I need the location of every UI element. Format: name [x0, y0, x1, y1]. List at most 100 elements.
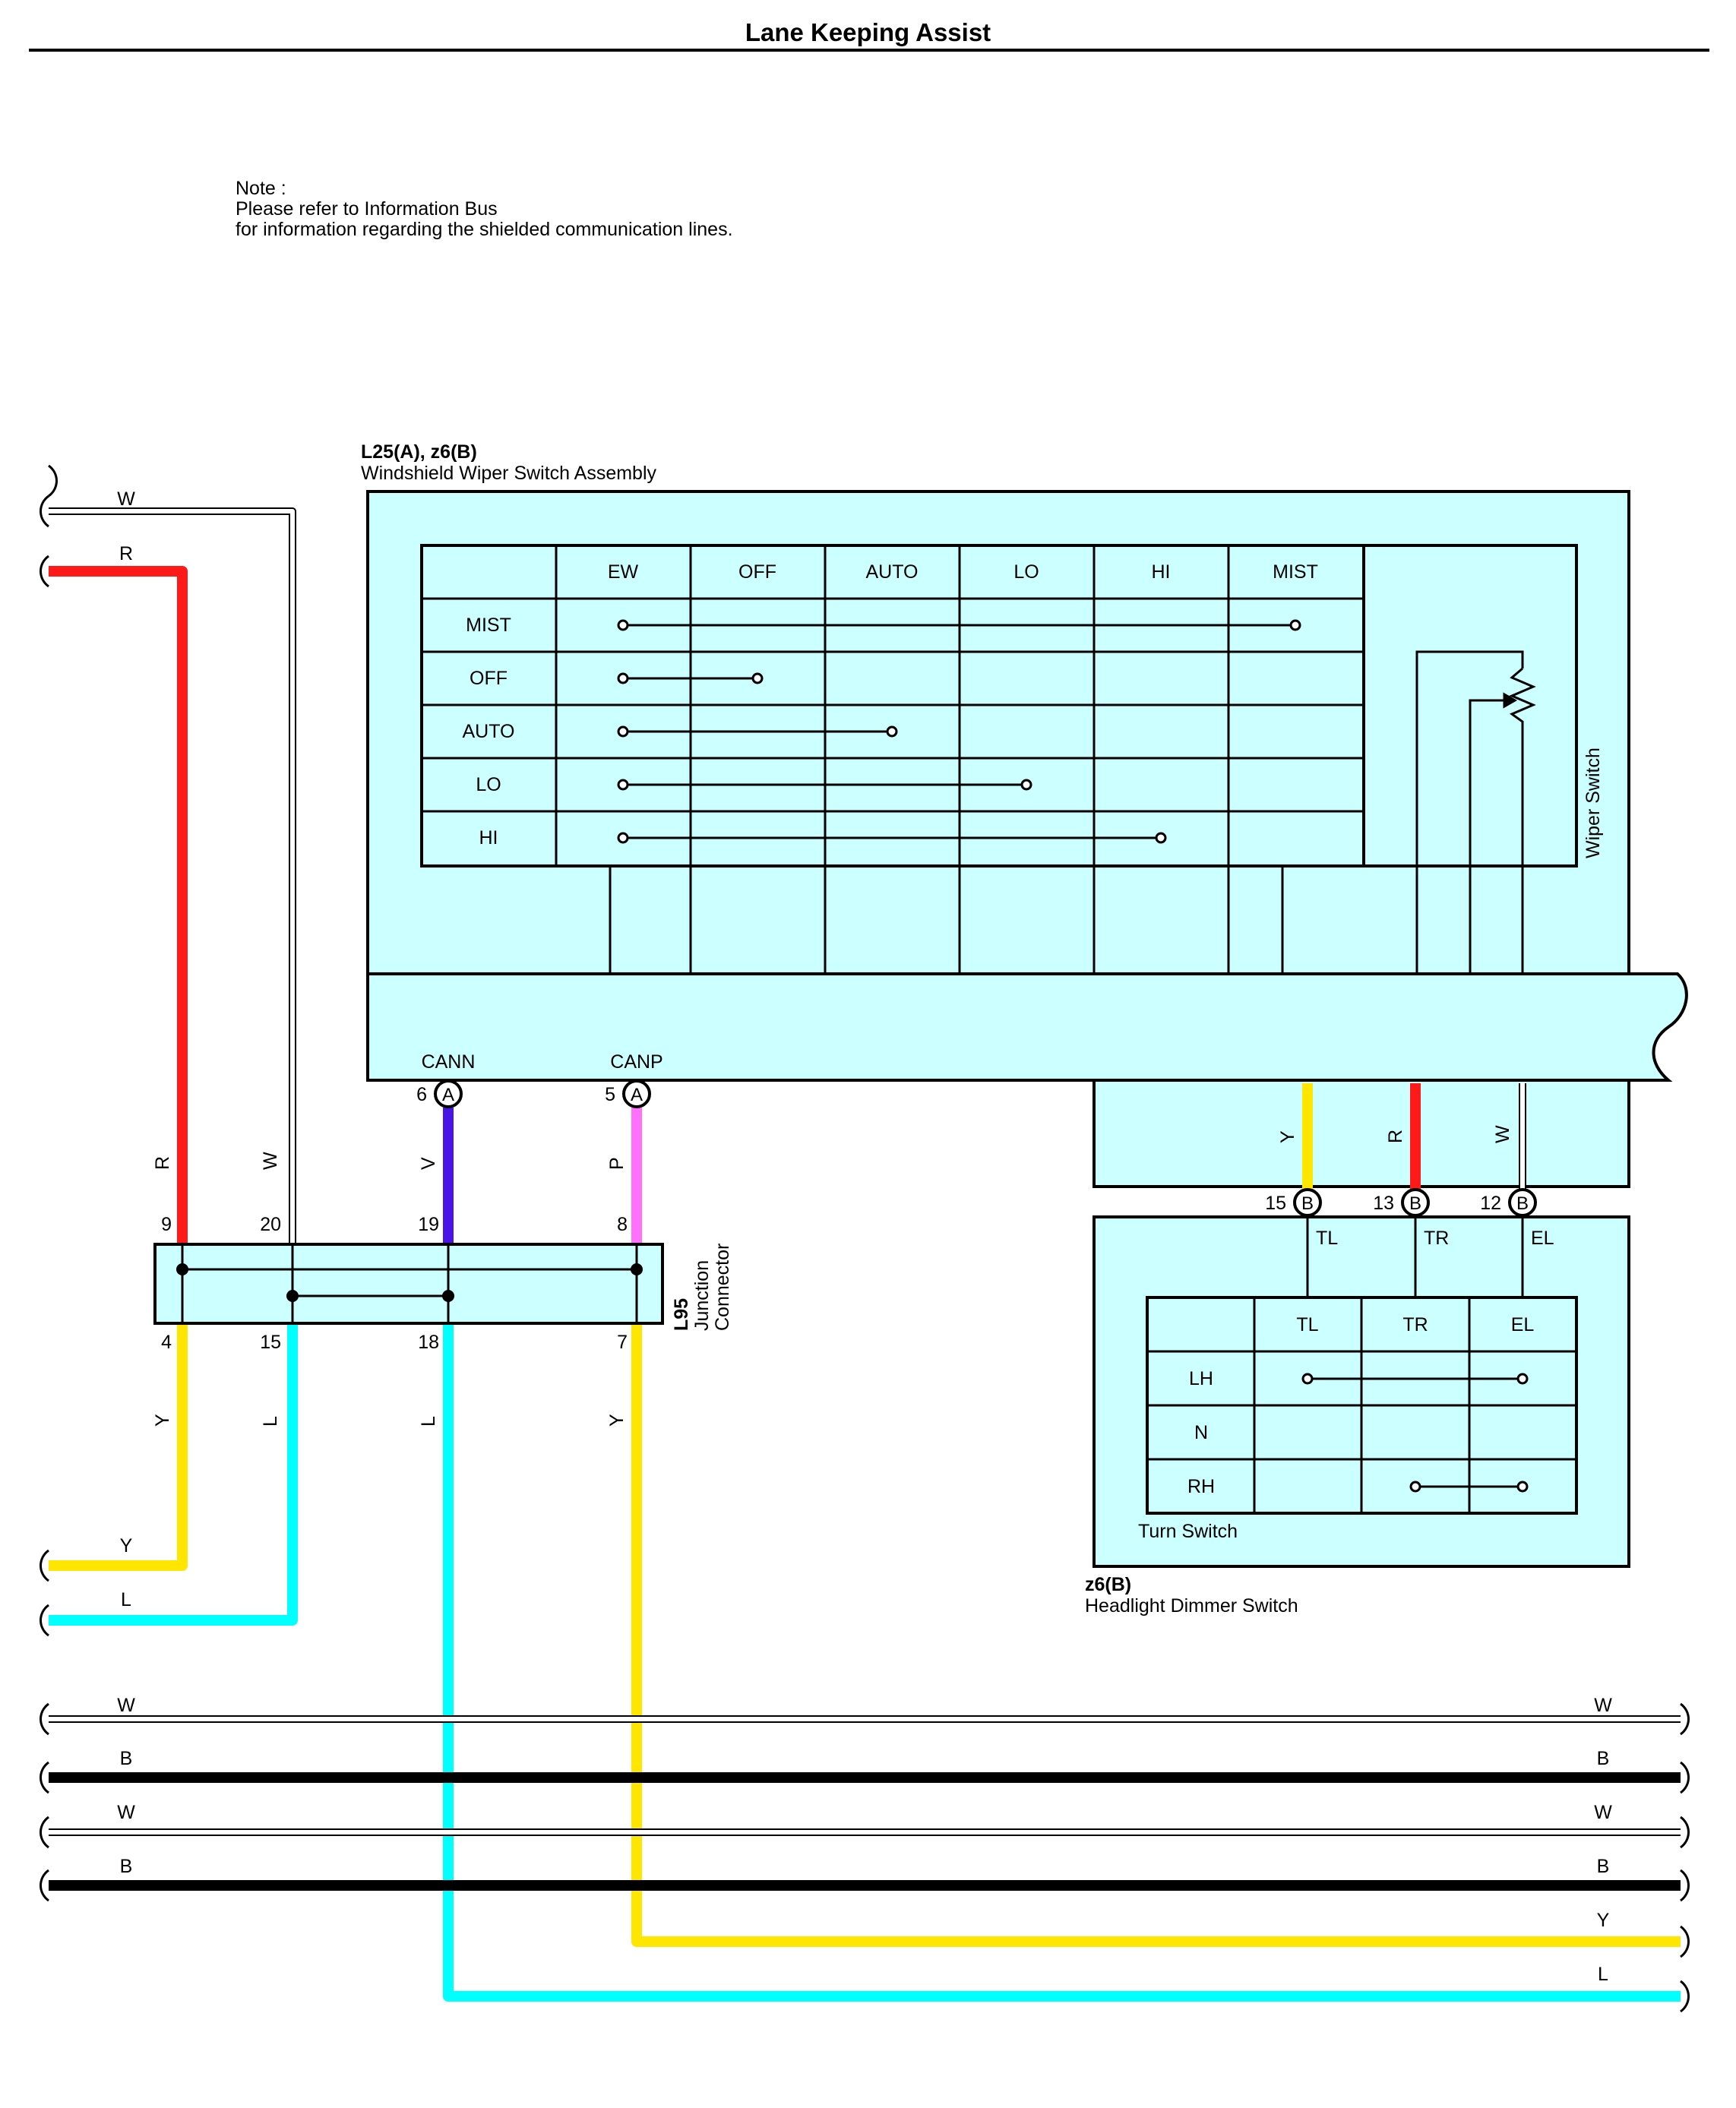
wire-w-left [49, 507, 296, 1244]
terminal-el: EL [1531, 1228, 1554, 1249]
pin-badge-5a: 5 A [605, 1079, 651, 1108]
pin-badge-12b: 12 B [1480, 1188, 1537, 1217]
wiper-col-off: OFF [738, 561, 776, 583]
left-label-r: R [119, 543, 133, 564]
wiper-col-auto: AUTO [866, 561, 919, 583]
jc-pin-7: 7 [617, 1332, 628, 1353]
svg-text:6: 6 [416, 1084, 427, 1105]
turn-row-n: N [1194, 1422, 1208, 1443]
variable-resistor-icon [1415, 650, 1536, 974]
turn-col-tl: TL [1296, 1314, 1318, 1335]
wiper-row-off: OFF [470, 668, 508, 689]
turn-switch-label: Turn Switch [1138, 1521, 1238, 1542]
jc-pin-15: 15 [260, 1332, 281, 1353]
dimmer-name: Headlight Dimmer Switch [1085, 1595, 1298, 1617]
terminal-tl: TL [1316, 1228, 1338, 1249]
note-line-1: Please refer to Information Bus [236, 198, 498, 220]
wiper-col-hi: HI [1152, 561, 1171, 583]
wiper-col-mist: MIST [1273, 561, 1318, 583]
headlight-dimmer-switch: TL TR EL TL TR EL LH N RH Turn Switch [1093, 1215, 1630, 1568]
pin-badge-6a: 6 A [416, 1079, 463, 1108]
wiper-switch-label: Wiper Switch [1583, 747, 1604, 858]
wire-l-left [49, 1323, 298, 1626]
svg-text:5: 5 [605, 1084, 615, 1105]
wiper-row-hi: HI [479, 827, 498, 849]
wire-r-left [49, 566, 188, 1244]
pin-badge-15b: 15 B [1265, 1188, 1322, 1217]
wire-break-symbols [40, 464, 1690, 2013]
wire-l-jc18 [443, 1323, 1681, 2002]
junction-name-2: Connector [712, 1244, 733, 1331]
turn-switch-table [1146, 1296, 1578, 1515]
jc-pin-19: 19 [418, 1214, 439, 1235]
wiper-assembly-upper-box [366, 490, 1630, 975]
dimmer-code: z6(B) [1085, 1574, 1131, 1595]
svg-text:B: B [1409, 1193, 1421, 1214]
terminal-tr: TR [1424, 1228, 1449, 1249]
turn-col-tr: TR [1402, 1314, 1428, 1335]
bus-label-right-y: Y [1597, 1910, 1610, 1931]
wiper-assembly-lower-band [366, 972, 1688, 1082]
wiper-connector-b-box [1093, 1079, 1630, 1188]
note-line-2: for information regarding the shielded c… [236, 219, 733, 240]
jc-pin-20: 20 [260, 1214, 281, 1235]
wiper-col-lo: LO [1013, 561, 1039, 583]
wiper-row-mist: MIST [466, 615, 511, 636]
bus-label-left-b1: B [120, 1748, 133, 1769]
wire-y-left [49, 1323, 188, 1571]
turn-row-rh: RH [1187, 1476, 1215, 1497]
junction-code: L95 [671, 1298, 692, 1331]
jc-pin-8: 8 [617, 1214, 628, 1235]
wire-label-v-19: V [418, 1157, 439, 1170]
left-label-w: W [117, 488, 135, 510]
bus-label-right-b1: B [1597, 1748, 1610, 1769]
wire-label-y-4: Y [152, 1414, 173, 1427]
svg-text:B: B [1516, 1193, 1529, 1214]
svg-text:15: 15 [1265, 1193, 1286, 1214]
wire-label-y-b15: Y [1277, 1130, 1298, 1143]
wire-label-l-15: L [260, 1416, 281, 1427]
turn-row-lh: LH [1189, 1368, 1213, 1389]
jc-pin-9: 9 [161, 1214, 172, 1235]
wire-label-r-b13: R [1385, 1130, 1406, 1143]
bus-label-left-w1: W [117, 1695, 135, 1716]
wiper-assembly-code: L25(A), z6(B) [361, 441, 477, 463]
svg-text:12: 12 [1480, 1193, 1501, 1214]
wiper-assembly-name: Windshield Wiper Switch Assembly [361, 463, 657, 484]
jc-pin-18: 18 [418, 1332, 439, 1353]
wire-label-y-7: Y [606, 1414, 628, 1427]
title-rule [29, 49, 1709, 52]
wire-y-jc7 [631, 1323, 1681, 1947]
wire-label-p-8: P [606, 1157, 628, 1170]
turn-col-el: EL [1511, 1314, 1535, 1335]
note: Note : Please refer to Information Bus f… [236, 179, 733, 240]
wire-label-w-20: W [260, 1152, 281, 1170]
canp-label: CANP [610, 1051, 662, 1073]
note-label: Note : [236, 178, 286, 199]
left-label-y: Y [120, 1535, 133, 1557]
jc-pin-4: 4 [161, 1332, 172, 1353]
wiper-switch-table: EW OFF AUTO LO HI MIST MIST OFF AUTO LO … [420, 544, 1578, 974]
bus-label-left-w2: W [117, 1802, 135, 1823]
bus-label-right-l: L [1598, 1964, 1608, 1985]
wiper-row-auto: AUTO [463, 721, 515, 742]
svg-text:A: A [442, 1085, 454, 1105]
bus-label-left-b2: B [120, 1856, 133, 1877]
bus-label-right-b2: B [1597, 1856, 1610, 1877]
left-label-l: L [121, 1589, 131, 1610]
bus-label-right-w2: W [1594, 1802, 1612, 1823]
wire-label-w-b12: W [1492, 1125, 1513, 1143]
junction-name-1: Junction [691, 1260, 713, 1331]
wiper-row-lo: LO [476, 774, 501, 795]
wire-label-r-9: R [152, 1156, 173, 1170]
svg-text:B: B [1301, 1193, 1314, 1214]
junction-connector [153, 1243, 664, 1325]
wires [49, 507, 1681, 2002]
pin-badge-13b: 13 B [1373, 1188, 1430, 1217]
bus-label-right-w1: W [1594, 1695, 1612, 1716]
wiper-col-ew: EW [608, 561, 639, 583]
wire-label-l-18: L [418, 1416, 439, 1427]
wiper-switch-assembly: EW OFF AUTO LO HI MIST MIST OFF AUTO LO … [366, 490, 1688, 1082]
svg-text:A: A [631, 1085, 643, 1105]
